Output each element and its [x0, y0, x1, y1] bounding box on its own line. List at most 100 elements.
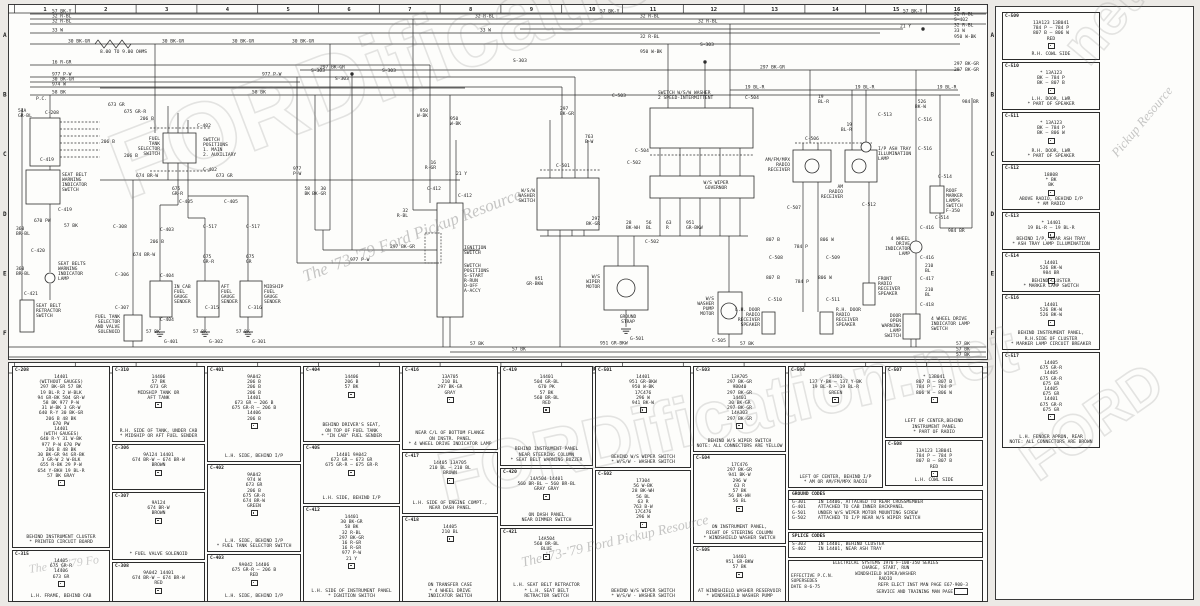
detail-line: 14A504: [538, 537, 555, 542]
detail-line: 9A124: [151, 501, 166, 506]
detail-caption: BEHIND INSTRUMENT CLUSTER: [26, 534, 96, 540]
detail-line: 504 GR-BL: [534, 380, 559, 386]
detail-line: RED: [542, 401, 551, 407]
detail-caption: * L.H. SEAT BELT: [524, 588, 569, 594]
connector-id: C-419: [503, 368, 517, 373]
detail-line: 56 BL: [636, 494, 650, 500]
detail-line: 974 W: [247, 478, 261, 484]
detail-line: BROWN: [151, 463, 166, 469]
detail-line: GREEN: [247, 504, 261, 510]
connector-id: C-505: [696, 548, 710, 553]
detail-caption: BEHIND INSTRUMENT PANEL: [514, 447, 579, 453]
detail-caption: * PART OF RADIO: [913, 429, 955, 435]
detail-line: 14401: [732, 555, 747, 560]
detail-line: 941 BK-W: [631, 401, 655, 407]
connector-id: C-501: [598, 368, 612, 373]
detail-line: 673 GR: [245, 483, 263, 489]
detail-line: BROWN: [151, 511, 166, 517]
connector-id: C-504: [696, 456, 710, 461]
detail-caption: BEHIND CLUSTER: [1031, 278, 1071, 284]
detail-line: GRAY GRAY: [534, 487, 559, 493]
connector-pin-icon: [736, 505, 743, 512]
splice-codes-title: SPLICE CODES: [789, 533, 982, 542]
detail-caption: * MIDSHIP OR AFT FUEL SENDER: [119, 433, 198, 439]
connector-pin-icon: [543, 407, 550, 414]
detail-caption: LEFT OF CENTER, BEHIND I/P: [799, 474, 872, 480]
detail-line: 206 B: [247, 380, 261, 386]
detail-line: 57 BK: [732, 565, 747, 571]
detail-line: 670 PW: [52, 421, 70, 427]
detail-caption: L.H. SIDE, BEHIND I/P: [224, 593, 284, 599]
page-number-box: [954, 588, 968, 595]
detail-caption: L.H. SEAT BELT RETRACTOR: [513, 583, 580, 589]
detail-caption: * MARKER LAMP CIRCUIT BREAKER: [1010, 341, 1092, 347]
grid-row-F: F: [991, 330, 995, 337]
connector-pin-icon: [348, 391, 355, 398]
grid-row-C: C: [3, 151, 7, 158]
detail-line: GREEN: [828, 390, 843, 396]
detail-line: 206 B: [247, 416, 261, 422]
detail-line: 14401: [1044, 303, 1058, 308]
detail-line: 14A504 14401: [529, 477, 564, 482]
detail-caption: BEHIND INSTRUMENT PANEL,: [1017, 331, 1085, 337]
detail-caption: * SEAT BELT WARNING BUZZER: [510, 457, 583, 463]
connector-id: C-420: [503, 470, 517, 475]
detail-line: 675 GR-R — 675 GR-R: [325, 463, 378, 469]
detail-caption: L.H. SIDE, BEHIND I/P: [224, 453, 284, 459]
connector-pin-icon: [155, 587, 162, 594]
grid-row-B: B: [3, 92, 7, 99]
detail-line: 137 Y-BK — 137 Y-BK: [809, 380, 862, 386]
connector-pin-icon: [1047, 277, 1055, 284]
detail-line: BK — 807 B: [1037, 81, 1065, 87]
detail-line: 14405: [1044, 387, 1058, 393]
connector-pin-icon: [1047, 87, 1055, 94]
detail-caption: AT WINDSHIELD WASHER RESERVOIR: [698, 588, 781, 594]
detail-line: 977 P-W: [341, 551, 362, 557]
grid-row-B: B: [991, 92, 995, 99]
detail-line: RED: [1046, 36, 1056, 42]
detail-line: 784 P — 784 P: [916, 454, 952, 460]
detail-line: 14405: [54, 559, 68, 564]
detail-line: 526 BK-W: [1039, 266, 1063, 272]
detail-line: 560 BR-BL: [534, 395, 559, 401]
detail-line: 675 GR-R — 206 B: [231, 406, 277, 412]
detail-line: 206 B: [344, 380, 359, 386]
connector-id: C-404: [306, 368, 320, 373]
detail-line: 58 BK: [344, 525, 359, 531]
title-block-left-line: SUPERSEDES: [791, 579, 818, 585]
connector-pin-icon: [1047, 414, 1055, 421]
detail-line: 675 GR-R: [242, 493, 266, 499]
connector-id: C-418: [405, 518, 419, 523]
connector-id: C-315: [15, 552, 29, 557]
detail-caption: BEHIND I/P, NEAR ASH TRAY: [1016, 236, 1086, 242]
detail-caption: R.H.SIDE OF CLUSTER: [1024, 336, 1078, 342]
detail-line: 297 BK-GR: [727, 468, 752, 474]
connector-pin-icon: [250, 422, 258, 429]
detail-line: 13A123 13B041: [916, 449, 952, 454]
detail-caption: ON DASH PANEL: [528, 512, 565, 518]
detail-line: 19 BL-R 2 W-BLK: [40, 390, 82, 396]
detail-caption: NEAR STEERING COLUMN: [518, 452, 575, 458]
detail-line: 674 BR-W — 674 BR-W: [132, 458, 185, 464]
connector-pin-icon: [639, 521, 647, 528]
detail-line: 296 W: [636, 395, 650, 401]
connector-id: C-401: [210, 368, 224, 373]
detail-line: 206 B 48 BK: [45, 447, 77, 453]
detail-line: 675 GR: [1042, 392, 1060, 398]
detail-line: 673 GR — 673 GR: [330, 458, 373, 464]
detail-line: 526 BK-W: [1039, 313, 1063, 319]
detail-caption: * WINDSHIELD WASHER PUMP: [706, 593, 773, 599]
detail-line: 784 P — 784 P: [1033, 26, 1069, 32]
grid-row-E: E: [991, 270, 995, 277]
